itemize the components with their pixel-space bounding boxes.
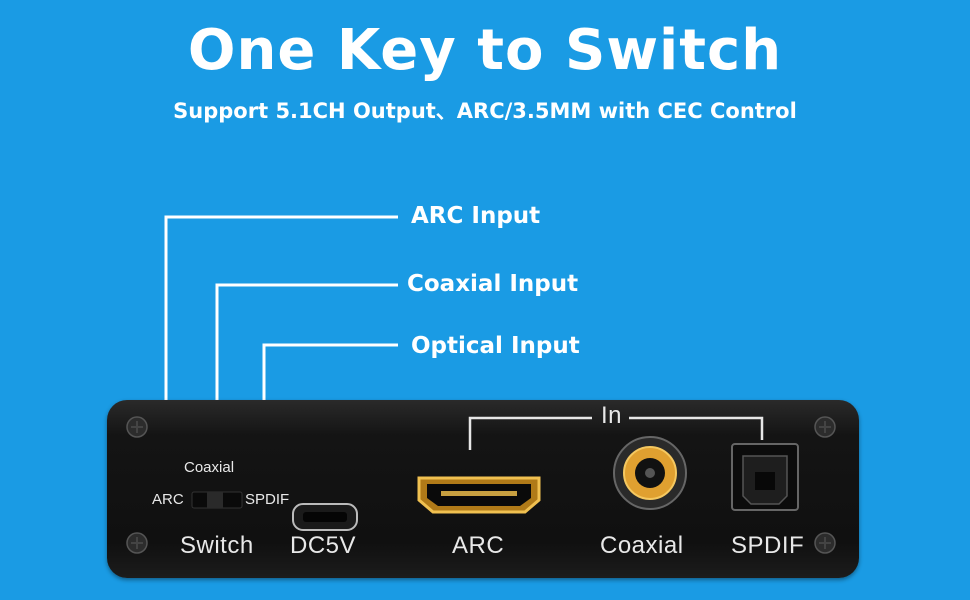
arc-port-label: ARC [452,532,505,559]
optical-spdif-port-icon [731,443,799,511]
micro-usb-port-icon [292,503,358,531]
dc5v-label: DC5V [290,532,357,559]
page-subtitle: Support 5.1CH Output、ARC/3.5MM with CEC … [173,99,797,123]
page-title: One Key to Switch [187,18,783,83]
coaxial-rca-port-icon [613,436,687,510]
callout-line-coaxial [215,283,398,453]
callout-optical-input: Optical Input [411,333,580,359]
switch-slider-icon [191,491,243,509]
input-section-label: In [601,402,623,429]
callout-arc-input: ARC Input [411,203,541,229]
coaxial-port-label: Coaxial [600,532,684,559]
callout-coaxial-input: Coaxial Input [407,271,579,297]
hdmi-port-icon [417,476,541,514]
switch-position-spdif: SPDIF [245,491,290,508]
device-panel-graphics [126,416,836,554]
switch-position-coaxial: Coaxial [184,459,235,476]
callout-line-arc [164,215,398,485]
spdif-port-label: SPDIF [731,532,805,559]
switch-label: Switch [180,532,254,559]
switch-position-arc: ARC [152,491,184,508]
audio-converter-device: In Coaxial ARC SPDIF Switch DC5V ARC Coa… [107,400,859,578]
